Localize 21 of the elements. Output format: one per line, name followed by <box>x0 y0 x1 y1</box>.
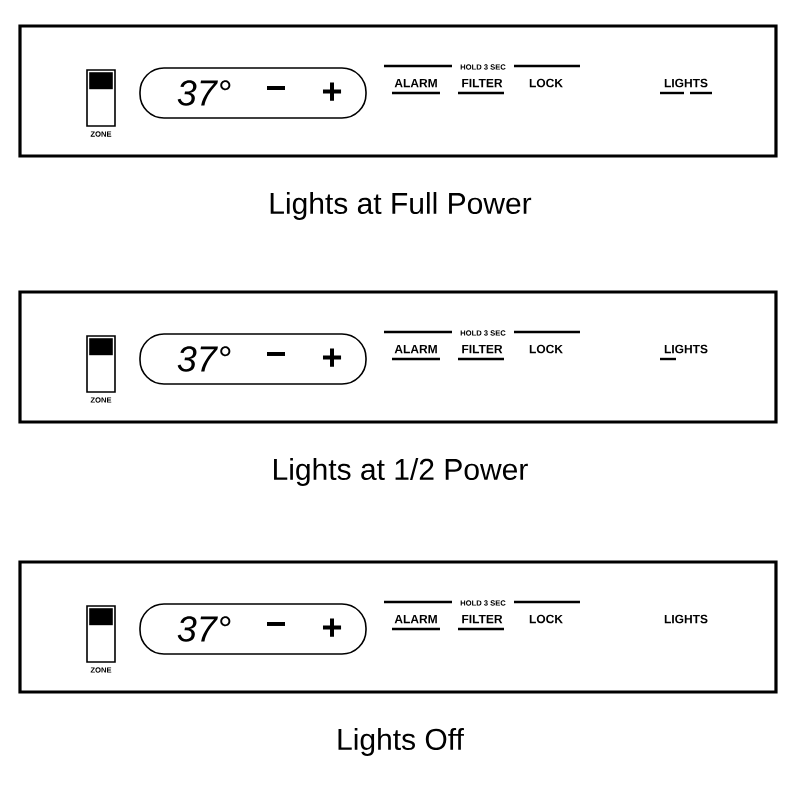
node-label: Lights at Full Power <box>270 192 532 220</box>
node-label: Lights Off <box>338 728 464 756</box>
control-panel <box>18 560 778 694</box>
plus-sign: + <box>323 348 342 367</box>
control-panel <box>18 290 778 424</box>
node-label: Lights at 1/2 Power <box>274 458 528 486</box>
temperature-reading: 37° <box>177 616 231 642</box>
temperature-display <box>139 67 367 119</box>
temperature-reading: 37° <box>177 346 231 372</box>
plus-sign: + <box>323 618 342 637</box>
zone-switch <box>86 605 116 663</box>
temperature-display <box>139 603 367 655</box>
temperature-display <box>139 333 367 385</box>
minus-sign: − <box>267 622 285 626</box>
zone-switch <box>86 335 116 393</box>
minus-sign: − <box>267 86 285 90</box>
control-panel <box>18 24 778 158</box>
temperature-reading: 37° <box>177 80 231 106</box>
minus-sign: − <box>267 352 285 356</box>
plus-sign: + <box>323 82 342 101</box>
zone-switch <box>86 69 116 127</box>
